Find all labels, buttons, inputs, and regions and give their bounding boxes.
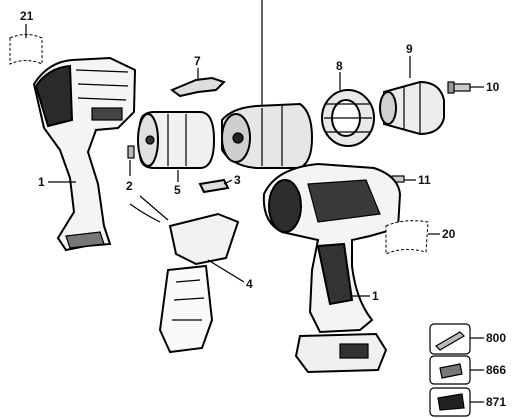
leader-lines — [25, 24, 484, 403]
callout-5: 5 — [174, 183, 181, 197]
callout-8: 8 — [336, 59, 343, 73]
bracket-7 — [170, 76, 226, 98]
switch-assembly-4 — [129, 195, 240, 354]
switch-piece-3 — [198, 178, 230, 194]
screw-10 — [447, 81, 471, 94]
accessory-box-800 — [429, 323, 471, 355]
chuck-9 — [379, 80, 445, 136]
pin-2 — [127, 145, 135, 159]
callout-871: 871 — [486, 395, 506, 409]
assembled-drill-right — [262, 162, 402, 374]
clutch-collar-8 — [321, 89, 375, 147]
accessory-box-866 — [429, 355, 471, 385]
label-plate-20 — [385, 220, 429, 255]
callout-10: 10 — [486, 80, 500, 94]
callout-1-right: 1 — [372, 289, 379, 303]
callout-1-left: 1 — [38, 175, 45, 189]
callout-20: 20 — [442, 227, 456, 241]
callout-800: 800 — [486, 331, 506, 345]
left-housing-half — [32, 56, 137, 252]
motor-5 — [137, 111, 216, 169]
callout-2: 2 — [126, 179, 133, 193]
accessory-box-871 — [429, 387, 471, 417]
callout-7: 7 — [194, 54, 201, 68]
callout-9: 9 — [406, 42, 413, 56]
callout-4: 4 — [246, 277, 253, 291]
gearbox — [221, 102, 314, 169]
callout-21: 21 — [20, 9, 34, 23]
callout-11: 11 — [418, 173, 431, 187]
callout-866: 866 — [486, 363, 506, 377]
callout-3: 3 — [234, 173, 241, 187]
label-plate-21 — [9, 34, 43, 65]
